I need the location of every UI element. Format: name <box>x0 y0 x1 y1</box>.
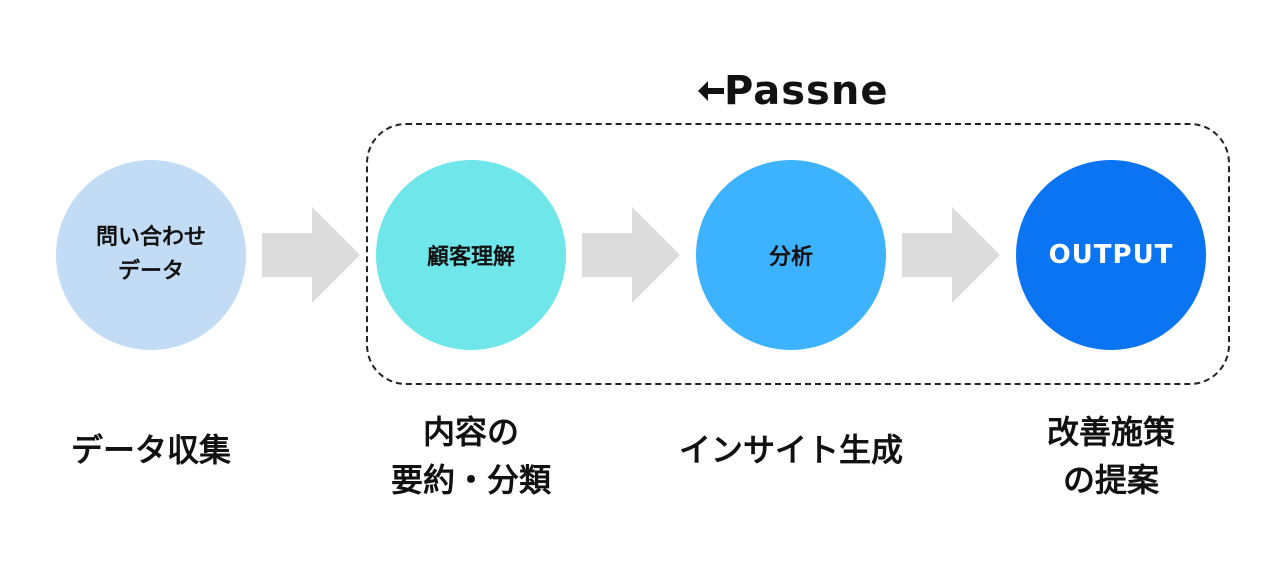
passne-logo: Passne <box>694 66 888 116</box>
step-circle-text: 問い合わせ <box>95 225 206 250</box>
step-label-line: 要約・分類 <box>390 461 551 499</box>
step-circle-text: 分析 <box>768 245 813 270</box>
passne-scope-frame <box>366 123 1230 385</box>
step-circle-analysis: 分析 <box>696 160 886 350</box>
arrow-right-icon <box>262 207 360 303</box>
step-label-improvement-proposal: 改善施策 の提案 <box>981 408 1241 504</box>
step-label-line: の提案 <box>1062 461 1159 499</box>
step-circle-text: データ <box>117 259 184 284</box>
step-label-line: 改善施策 <box>1046 413 1175 451</box>
step-circle-data: 問い合わせ データ <box>56 160 246 350</box>
logo-text: Passne <box>724 68 889 114</box>
logo-mark-icon <box>698 81 724 101</box>
step-label-summarize-classify: 内容の 要約・分類 <box>341 408 601 504</box>
step-label-line: データ収集 <box>70 431 231 469</box>
step-label-line: 内容の <box>422 413 519 451</box>
step-label-insight-generation: インサイト生成 <box>661 426 921 474</box>
arrow-right-icon <box>902 207 1000 303</box>
step-circle-output: OUTPUT <box>1016 160 1206 350</box>
step-circle-understanding: 顧客理解 <box>376 160 566 350</box>
arrow-right-icon <box>582 207 680 303</box>
step-label-line: インサイト生成 <box>678 431 903 469</box>
step-circle-text: OUTPUT <box>1048 240 1174 270</box>
step-label-data-collection: データ収集 <box>21 426 281 474</box>
step-circle-text: 顧客理解 <box>426 245 515 270</box>
